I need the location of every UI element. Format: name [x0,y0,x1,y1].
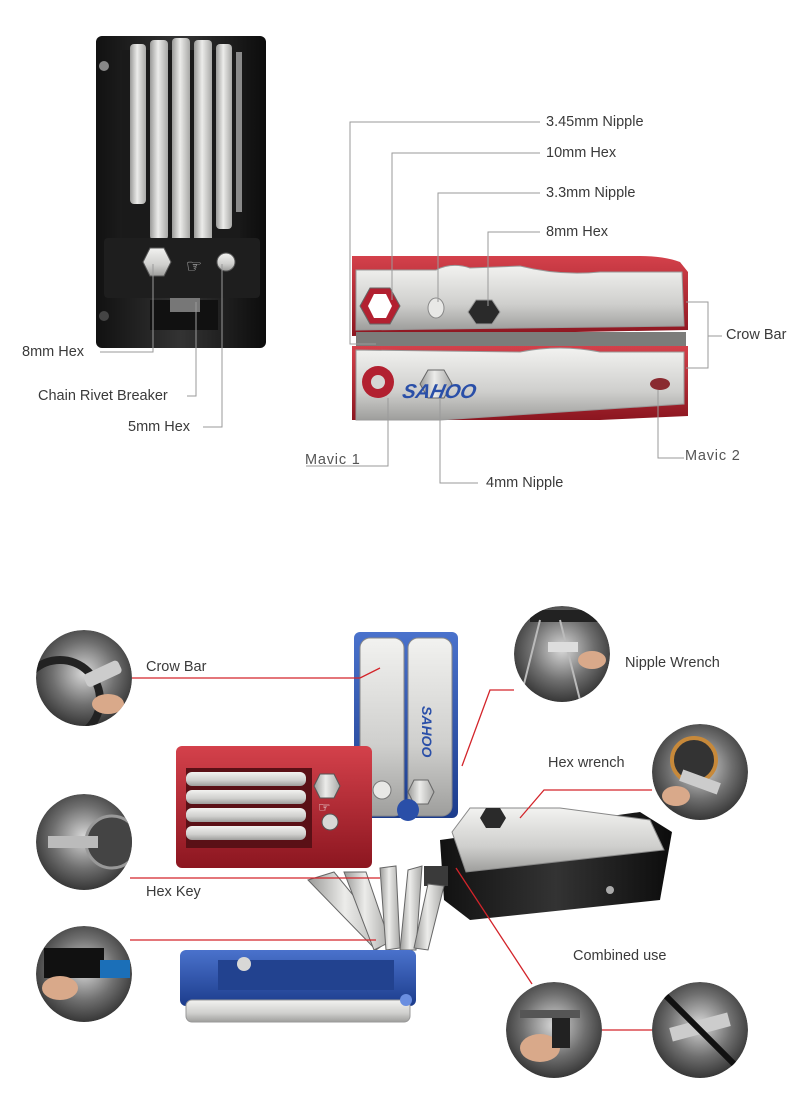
label-combined-use: Combined use [573,948,667,964]
top-left-callouts [100,264,223,428]
brand-logo-bottom: SAHOO [419,706,435,757]
svg-text:☞: ☞ [186,256,202,277]
label-3-3mm-nipple: 3.3mm Nipple [546,185,636,201]
label-3-45mm-nipple: 3.45mm Nipple [546,114,644,130]
svg-text:☞: ☞ [318,800,331,816]
label-4mm-nipple: 4mm Nipple [486,475,564,491]
red-multitool: ☞ [176,746,372,868]
inset-photo-combined-2 [652,982,748,1078]
label-crow-bar-bottom: Crow Bar [146,659,207,675]
top-right-callouts [306,121,722,484]
bottom-callouts [130,667,652,1031]
inset-photo-crowbar [36,630,132,726]
label-mavic-2: Mavic 2 [685,448,741,464]
label-mavic-1: Mavic 1 [305,452,361,468]
inset-photo-hex-key-2 [36,926,132,1022]
label-crow-bar-top: Crow Bar [726,327,787,343]
blue-silver-multitool [354,632,458,821]
label-hex-key: Hex Key [146,884,201,900]
black-silver-multitool [440,807,672,920]
black-multitool: ☞ [96,36,266,348]
label-8mm-hex-left: 8mm Hex [22,344,85,360]
blue-multitool-open [180,865,448,1023]
inset-photo-nipple-wrench [514,606,610,702]
label-chain-rivet-breaker: Chain Rivet Breaker [38,388,168,404]
label-nipple-wrench: Nipple Wrench [625,655,720,671]
label-10mm-hex: 10mm Hex [546,145,617,161]
inset-photo-hex-key-1 [36,794,132,890]
inset-photo-hex-wrench [652,724,748,820]
brand-logo-top: SAHOO [400,381,478,403]
inset-photo-combined-1 [506,982,602,1078]
label-8mm-hex-right: 8mm Hex [546,224,609,240]
red-silver-multitool [352,256,688,421]
label-hex-wrench: Hex wrench [548,755,625,771]
label-5mm-hex: 5mm Hex [128,419,191,435]
